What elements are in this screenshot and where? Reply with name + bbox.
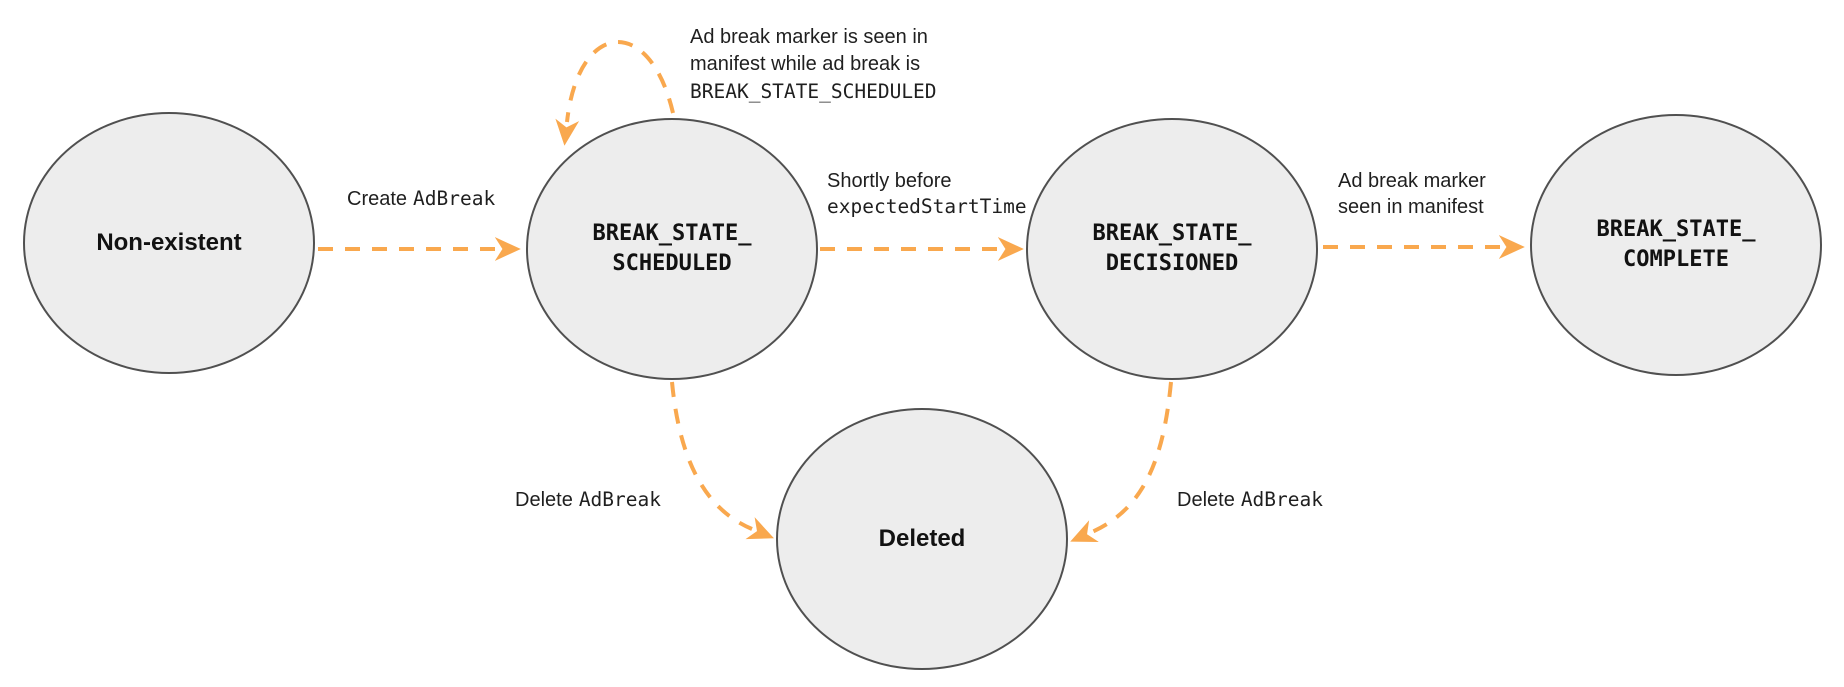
node-break-state-complete: BREAK_STATE_ COMPLETE [1530, 114, 1822, 376]
edge-label-marker-seen: Ad break marker seen in manifest [1338, 168, 1486, 220]
edge-label-text: Ad break marker [1338, 170, 1486, 192]
edge-self-loop-scheduled [555, 40, 675, 146]
edge-label-code: expectedStartTime [827, 195, 1027, 218]
edge-label-code: AdBreak [413, 187, 496, 210]
edge-label-self-loop: Ad break marker is seen in manifest whil… [690, 24, 937, 105]
node-label-non-existent: Non-existent [96, 229, 242, 256]
edge-label-code: AdBreak [1240, 488, 1323, 511]
edge-label-text: manifest while ad break is [690, 53, 921, 75]
node-break-state-decisioned: BREAK_STATE_ DECISIONED [1026, 118, 1318, 380]
node-label-deleted: Deleted [878, 525, 966, 552]
node-break-state-scheduled: BREAK_STATE_ SCHEDULED [526, 118, 818, 380]
node-label-line1: BREAK_STATE_ [1596, 217, 1756, 242]
edge-label-shortly-before: Shortly before expectedStartTime [827, 168, 1027, 220]
node-non-existent: Non-existent [23, 112, 315, 374]
node-label-line2: SCHEDULED [612, 251, 732, 276]
node-label-line1: BREAK_STATE_ [592, 221, 752, 246]
node-label-break-state-scheduled: BREAK_STATE_ SCHEDULED [593, 219, 752, 279]
node-label-break-state-decisioned: BREAK_STATE_ DECISIONED [1093, 219, 1252, 279]
edge-delete-from-scheduled [670, 381, 774, 540]
edge-label-code: BREAK_STATE_SCHEDULED [690, 80, 937, 103]
edge-label-text: Create [347, 188, 408, 210]
edge-delete-from-decisioned [1070, 381, 1173, 543]
node-label-break-state-complete: BREAK_STATE_ COMPLETE [1597, 215, 1756, 275]
edge-label-code: AdBreak [578, 488, 661, 511]
node-label-line1: BREAK_STATE_ [1092, 221, 1252, 246]
edge-label-text: Delete [515, 489, 573, 511]
edge-label-text: Ad break marker is seen in [690, 26, 928, 48]
node-label-line2: COMPLETE [1623, 247, 1729, 272]
edge-label-text: seen in manifest [1338, 196, 1484, 218]
edge-label-text: Delete [1177, 489, 1235, 511]
edge-label-text: Shortly before [827, 170, 952, 192]
node-deleted: Deleted [776, 408, 1068, 670]
node-label-line2: DECISIONED [1105, 251, 1239, 276]
